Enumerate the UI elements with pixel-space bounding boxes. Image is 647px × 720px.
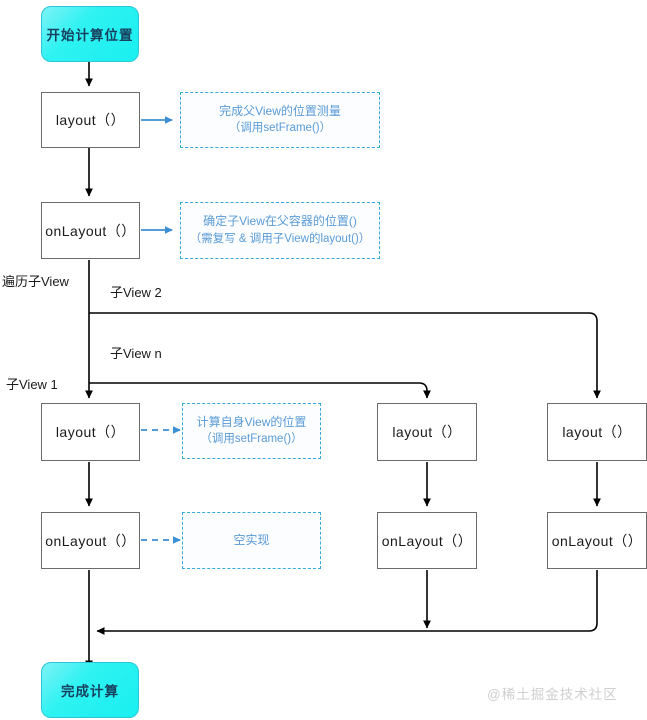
node-child2-onlayout[interactable]: onLayout（）: [377, 512, 477, 569]
edge-label-childn: 子View n: [110, 346, 162, 361]
watermark: @稀土掘金技术社区: [487, 687, 618, 702]
edge-merge-bus: [96, 570, 598, 635]
note-parent-onlayout: 确定子View在父容器的位置() （需复写 & 调用子View的layout()…: [180, 202, 380, 259]
node-start[interactable]: 开始计算位置: [41, 6, 139, 62]
node-parent-onlayout[interactable]: onLayout（）: [41, 202, 140, 259]
note-child-layout-line2: （调用setFrame()）: [200, 433, 303, 446]
node-child1-onlayout[interactable]: onLayout（）: [41, 512, 140, 569]
node-childn-onlayout[interactable]: onLayout（）: [547, 512, 647, 569]
note-parent-onlayout-line1: 确定子View在父容器的位置(): [203, 214, 357, 229]
node-end[interactable]: 完成计算: [41, 662, 139, 718]
edge-branch-childn-right: [89, 312, 601, 399]
note-parent-layout-line1: 完成父View的位置测量: [219, 103, 341, 118]
node-parent-layout[interactable]: layout（）: [41, 92, 140, 148]
note-parent-onlayout-line2: （需复写 & 调用子View的layout()）: [189, 232, 371, 245]
node-childn-layout[interactable]: layout（）: [547, 403, 647, 461]
node-child1-layout[interactable]: layout（）: [41, 403, 140, 461]
note-child-layout-line1: 计算自身View的位置: [196, 414, 307, 429]
note-child-onlayout-line1: 空实现: [233, 532, 270, 547]
edge-label-child2: 子View 2: [110, 285, 162, 300]
edge-label-traverse: 遍历子View: [2, 274, 69, 289]
note-child-layout: 计算自身View的位置 （调用setFrame()）: [182, 403, 321, 459]
edge-label-child1: 子View 1: [6, 377, 58, 392]
node-child2-layout[interactable]: layout（）: [377, 403, 477, 461]
note-parent-layout: 完成父View的位置测量 （调用setFrame()）: [180, 92, 380, 148]
note-parent-layout-line2: （调用setFrame()）: [228, 122, 332, 135]
edge-branch-child2-middle: [89, 382, 431, 399]
note-child-onlayout: 空实现: [182, 512, 321, 569]
